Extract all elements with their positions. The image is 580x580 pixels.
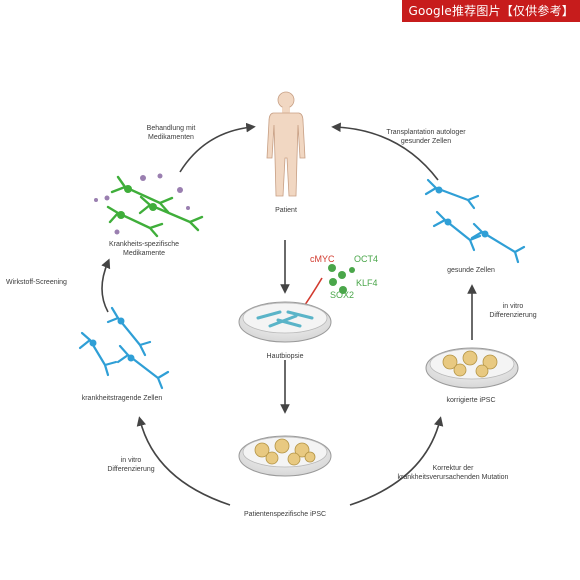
blue-neurons-right — [424, 178, 526, 264]
diseased-cells-label: krankheitstragende Zellen — [81, 395, 163, 402]
screening-label: Wirkstoff-Screening — [6, 279, 67, 286]
oct4-label: OCT4 — [354, 254, 379, 264]
arrow-healthy-to-patient — [331, 122, 439, 181]
arrow-ipsc-to-corrected — [349, 416, 444, 506]
recommendation-badge: Google推荐图片【仅供参考】 — [402, 0, 580, 22]
patient-label: Patient — [275, 207, 297, 214]
patient-figure — [266, 91, 306, 197]
green-neurons — [106, 175, 204, 238]
differentiation-right-label: in vitro Differenzierung — [489, 303, 537, 319]
patient-ipsc-dish — [238, 435, 332, 477]
biopsy-label: Hautbiopsie — [266, 353, 304, 360]
factor-dots — [328, 264, 355, 294]
corrected-ipsc-dish — [425, 347, 519, 389]
patient-ipsc-label: Patientenspezifische iPSC — [243, 511, 327, 518]
treatment-label: Behandlung mit Medikamenten — [146, 125, 196, 141]
cmyc-label: cMYC — [310, 254, 335, 264]
arrow-ipsc-to-diseased — [136, 416, 231, 506]
arrow-screening-up — [101, 258, 111, 313]
transplant-label: Transplantation autologer gesunder Zelle… — [386, 129, 466, 145]
arrow-drugs-to-patient — [179, 122, 256, 173]
drug-molecules — [94, 173, 190, 235]
biopsy-dish — [238, 301, 332, 343]
differentiation-left-label: in vitro Differenzierung — [107, 457, 155, 473]
blue-neurons-left — [78, 306, 170, 390]
cycle-arrows — [101, 122, 477, 506]
klf4-label: KLF4 — [356, 278, 378, 288]
healthy-cells-label: gesunde Zellen — [447, 267, 495, 274]
correction-label: Korrektur der krankheitsverursachenden M… — [397, 465, 509, 481]
sox2-label: SOX2 — [330, 290, 355, 300]
drugs-label: Krankheits-spezifische Medikamente — [108, 241, 180, 257]
corrected-ipsc-label: korrigierte iPSC — [446, 397, 496, 404]
